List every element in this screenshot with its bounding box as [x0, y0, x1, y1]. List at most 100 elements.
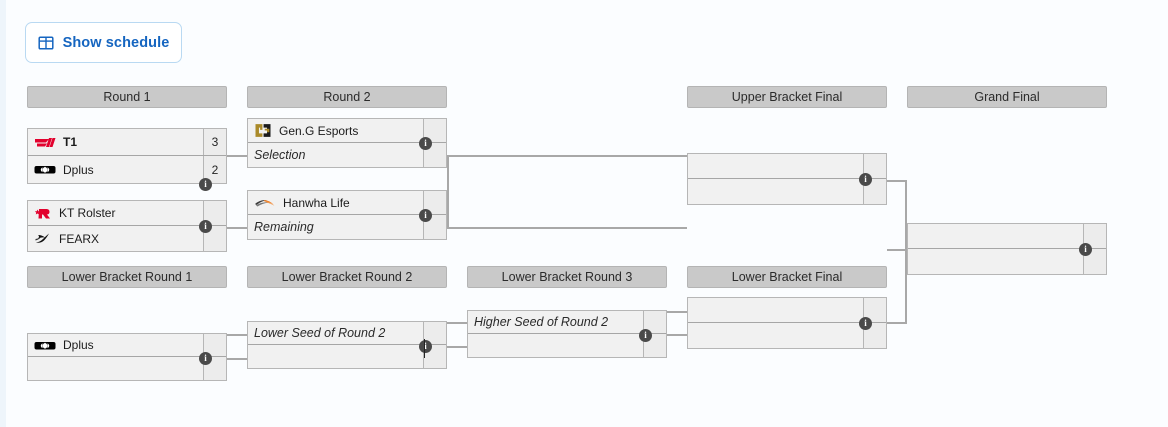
round-header-lower-bracket-round-3: Lower Bracket Round 3	[467, 266, 667, 288]
team-name: Remaining	[254, 220, 314, 234]
match-row-top[interactable]	[908, 224, 1106, 249]
team-name: Dplus	[63, 338, 94, 352]
match-row-top[interactable]	[688, 298, 886, 323]
match-row-bottom[interactable]: Dplus 2	[28, 156, 226, 183]
team-slot: Remaining	[248, 220, 423, 234]
match-row-bottom[interactable]	[688, 323, 886, 348]
connector-lbr1-to-lbr2-top	[227, 334, 247, 336]
round-header-lower-bracket-final: Lower Bracket Final	[687, 266, 887, 288]
team-score	[203, 334, 226, 356]
match-info-icon[interactable]: i	[859, 173, 872, 186]
match-lower-bracket-final[interactable]: i	[687, 297, 887, 349]
team-name: Higher Seed of Round 2	[474, 315, 609, 329]
connector-ubf-to-gf	[887, 249, 907, 251]
match-row-bottom[interactable]: Selection	[248, 143, 446, 167]
match-row-top[interactable]: Hanwha Life	[248, 191, 446, 215]
dplus-logo	[34, 341, 56, 349]
grid-icon-svg	[38, 35, 54, 50]
text-cursor	[424, 339, 425, 358]
match-lower-bracket-round-2-1[interactable]: Lower Seed of Round 2 i	[247, 321, 447, 369]
team-name: Selection	[254, 148, 306, 162]
round-header-grand-final: Grand Final	[907, 86, 1107, 108]
team-score	[863, 179, 886, 204]
team-score	[863, 323, 886, 348]
connector-ubf-vertical	[905, 180, 907, 251]
show-schedule-button[interactable]: Show schedule	[25, 22, 182, 63]
match-info-icon[interactable]: i	[199, 178, 212, 191]
match-round-1-1[interactable]: T1 3 Dplus 2 i	[27, 128, 227, 191]
match-info-icon[interactable]: i	[419, 340, 432, 353]
match-info-icon[interactable]: i	[1079, 243, 1092, 256]
match-lower-bracket-round-3-1[interactable]: Higher Seed of Round 2 i	[467, 310, 667, 358]
match-grand-final[interactable]: i	[907, 223, 1107, 275]
hanwha-life-logo	[255, 200, 275, 207]
match-row-top[interactable]: Lower Seed of Round 2	[248, 322, 446, 345]
match-row-bottom[interactable]	[468, 334, 666, 357]
team-score	[423, 322, 446, 344]
connector-lbf-to-gf	[887, 322, 907, 324]
team-slot: Gen.G Esports	[248, 123, 423, 138]
team-name: T1	[63, 135, 78, 149]
match-info-icon[interactable]: i	[639, 329, 652, 342]
match-row-bottom[interactable]	[28, 357, 226, 380]
team-score	[643, 311, 666, 333]
left-rail	[0, 0, 6, 427]
round-header-upper-bracket-final: Upper Bracket Final	[687, 86, 887, 108]
team-slot: T1	[28, 135, 203, 150]
match-info-icon[interactable]: i	[859, 317, 872, 330]
team-score	[863, 298, 886, 322]
connector-lbr3-to-lbf-top	[667, 311, 687, 313]
match-row-top[interactable]: KT Rolster	[28, 201, 226, 226]
connector-lbr2-to-lbr3	[447, 346, 467, 348]
match-row-top[interactable]: Gen.G Esports	[248, 119, 446, 143]
round-header-round-2: Round 2	[247, 86, 447, 108]
match-info-icon[interactable]: i	[419, 209, 432, 222]
match-info-icon[interactable]: i	[199, 352, 212, 365]
fearx-logo	[35, 233, 49, 243]
team-name: FEARX	[59, 231, 100, 246]
team-score: 3	[203, 129, 226, 155]
team-score	[203, 226, 226, 251]
team-score	[1083, 249, 1106, 274]
connector-r2m2-to-ubf	[447, 227, 687, 229]
team-score	[203, 201, 226, 225]
connector-r2-vertical	[447, 155, 449, 227]
team-slot: Higher Seed of Round 2	[468, 315, 643, 329]
match-round-1-2[interactable]: KT Rolster FEARX i	[27, 200, 227, 252]
connector-lbr1-to-lbr2	[227, 358, 247, 360]
team-score	[1083, 224, 1106, 248]
team-slot: Lower Seed of Round 2	[248, 326, 423, 340]
match-row-top[interactable]	[688, 154, 886, 179]
connector-r1m2-to-r2m2	[227, 227, 247, 229]
match-round-2-1[interactable]: Gen.G Esports Selection i	[247, 118, 447, 168]
team-slot: FEARX	[28, 231, 203, 246]
grid-icon	[38, 35, 54, 51]
match-row-bottom[interactable]	[248, 345, 446, 368]
team-score	[423, 119, 446, 142]
connector-lbr3-to-lbf	[667, 334, 687, 336]
match-info-icon[interactable]: i	[419, 137, 432, 150]
match-row-bottom[interactable]: Remaining	[248, 215, 446, 239]
match-row-bottom[interactable]	[908, 249, 1106, 274]
connector-r1m1-to-r2m1	[227, 155, 247, 157]
match-round-2-2[interactable]: Hanwha Life Remaining i	[247, 190, 447, 240]
match-row-top[interactable]: Higher Seed of Round 2	[468, 311, 666, 334]
team-name: KT Rolster	[59, 206, 116, 220]
round-header-lower-bracket-round-2: Lower Bracket Round 2	[247, 266, 447, 288]
match-upper-bracket-final[interactable]: i	[687, 153, 887, 205]
connector-lbr2-to-lbr3-top	[447, 322, 467, 324]
match-row-top[interactable]: T1 3	[28, 129, 226, 156]
match-row-bottom[interactable]	[688, 179, 886, 204]
kt-rolster-logo	[34, 208, 50, 218]
match-info-icon[interactable]: i	[199, 220, 212, 233]
match-row-bottom[interactable]: FEARX	[28, 226, 226, 251]
connector-ubf-stub	[887, 180, 907, 182]
connector-r2m1-to-ubf	[447, 155, 687, 157]
geng-logo	[255, 124, 271, 137]
team-name: Hanwha Life	[283, 195, 350, 210]
team-score	[423, 191, 446, 214]
match-row-top[interactable]: Dplus	[28, 334, 226, 357]
team-name: Gen.G Esports	[279, 123, 359, 138]
match-lower-bracket-round-1-1[interactable]: Dplus i	[27, 333, 227, 381]
team-name: Dplus	[63, 162, 94, 177]
